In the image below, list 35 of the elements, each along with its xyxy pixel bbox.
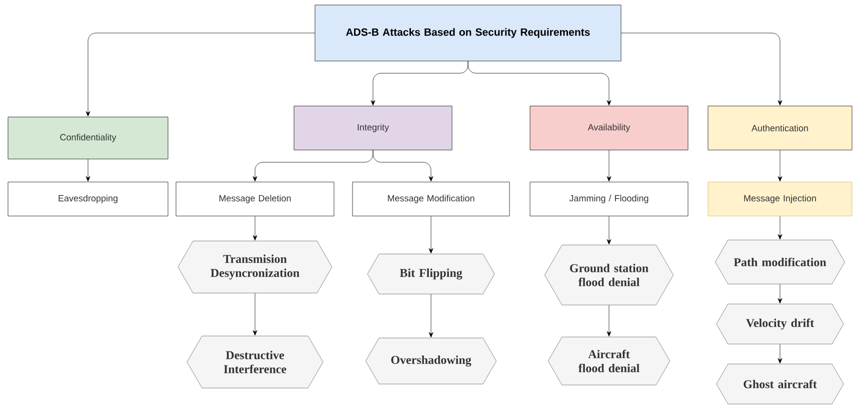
category-box: Confidentiality (8, 116, 168, 160)
arrow (428, 216, 434, 254)
attack-hexagon: Path modification (715, 240, 845, 284)
attack-hexagon: Overshadowing (366, 338, 496, 384)
arrow (606, 305, 612, 336)
category-box: Availability (530, 106, 688, 150)
attack-hexagon: Bit Flipping (367, 254, 495, 294)
arrow (778, 150, 782, 182)
arrow (606, 216, 612, 244)
attack-box: Message Deletion (176, 182, 334, 216)
attack-box: Eavesdropping (8, 182, 168, 216)
attack-hexagon: Velocity drift (716, 304, 844, 344)
arrow (606, 150, 612, 182)
arrow (778, 284, 782, 304)
attack-box: Jamming / Flooding (530, 182, 688, 216)
attack-box: Message Modification (352, 182, 510, 216)
arrow (252, 293, 258, 336)
arrow (86, 159, 90, 182)
arrow (86, 32, 315, 116)
arrow (252, 216, 258, 240)
title-box: ADS-B Attacks Based on Security Requirements (314, 4, 622, 62)
attack-box: Message Injection (708, 182, 852, 216)
attack-hexagon: Ground station flood denial (544, 244, 674, 306)
arrow (428, 294, 434, 338)
arrow (621, 32, 782, 106)
arrow (778, 344, 782, 364)
attack-hexagon: Aircraft flood denial (548, 336, 670, 386)
category-box: Authentication (708, 106, 852, 150)
arrow (372, 150, 434, 182)
arrow (778, 216, 782, 240)
attack-hexagon: Transmision Desyncronization (178, 240, 332, 294)
attack-hexagon: Ghost aircraft (716, 364, 844, 404)
category-box: Integrity (294, 106, 452, 150)
arrow (468, 61, 612, 106)
attack-hexagon: Destructive Interference (186, 336, 324, 388)
